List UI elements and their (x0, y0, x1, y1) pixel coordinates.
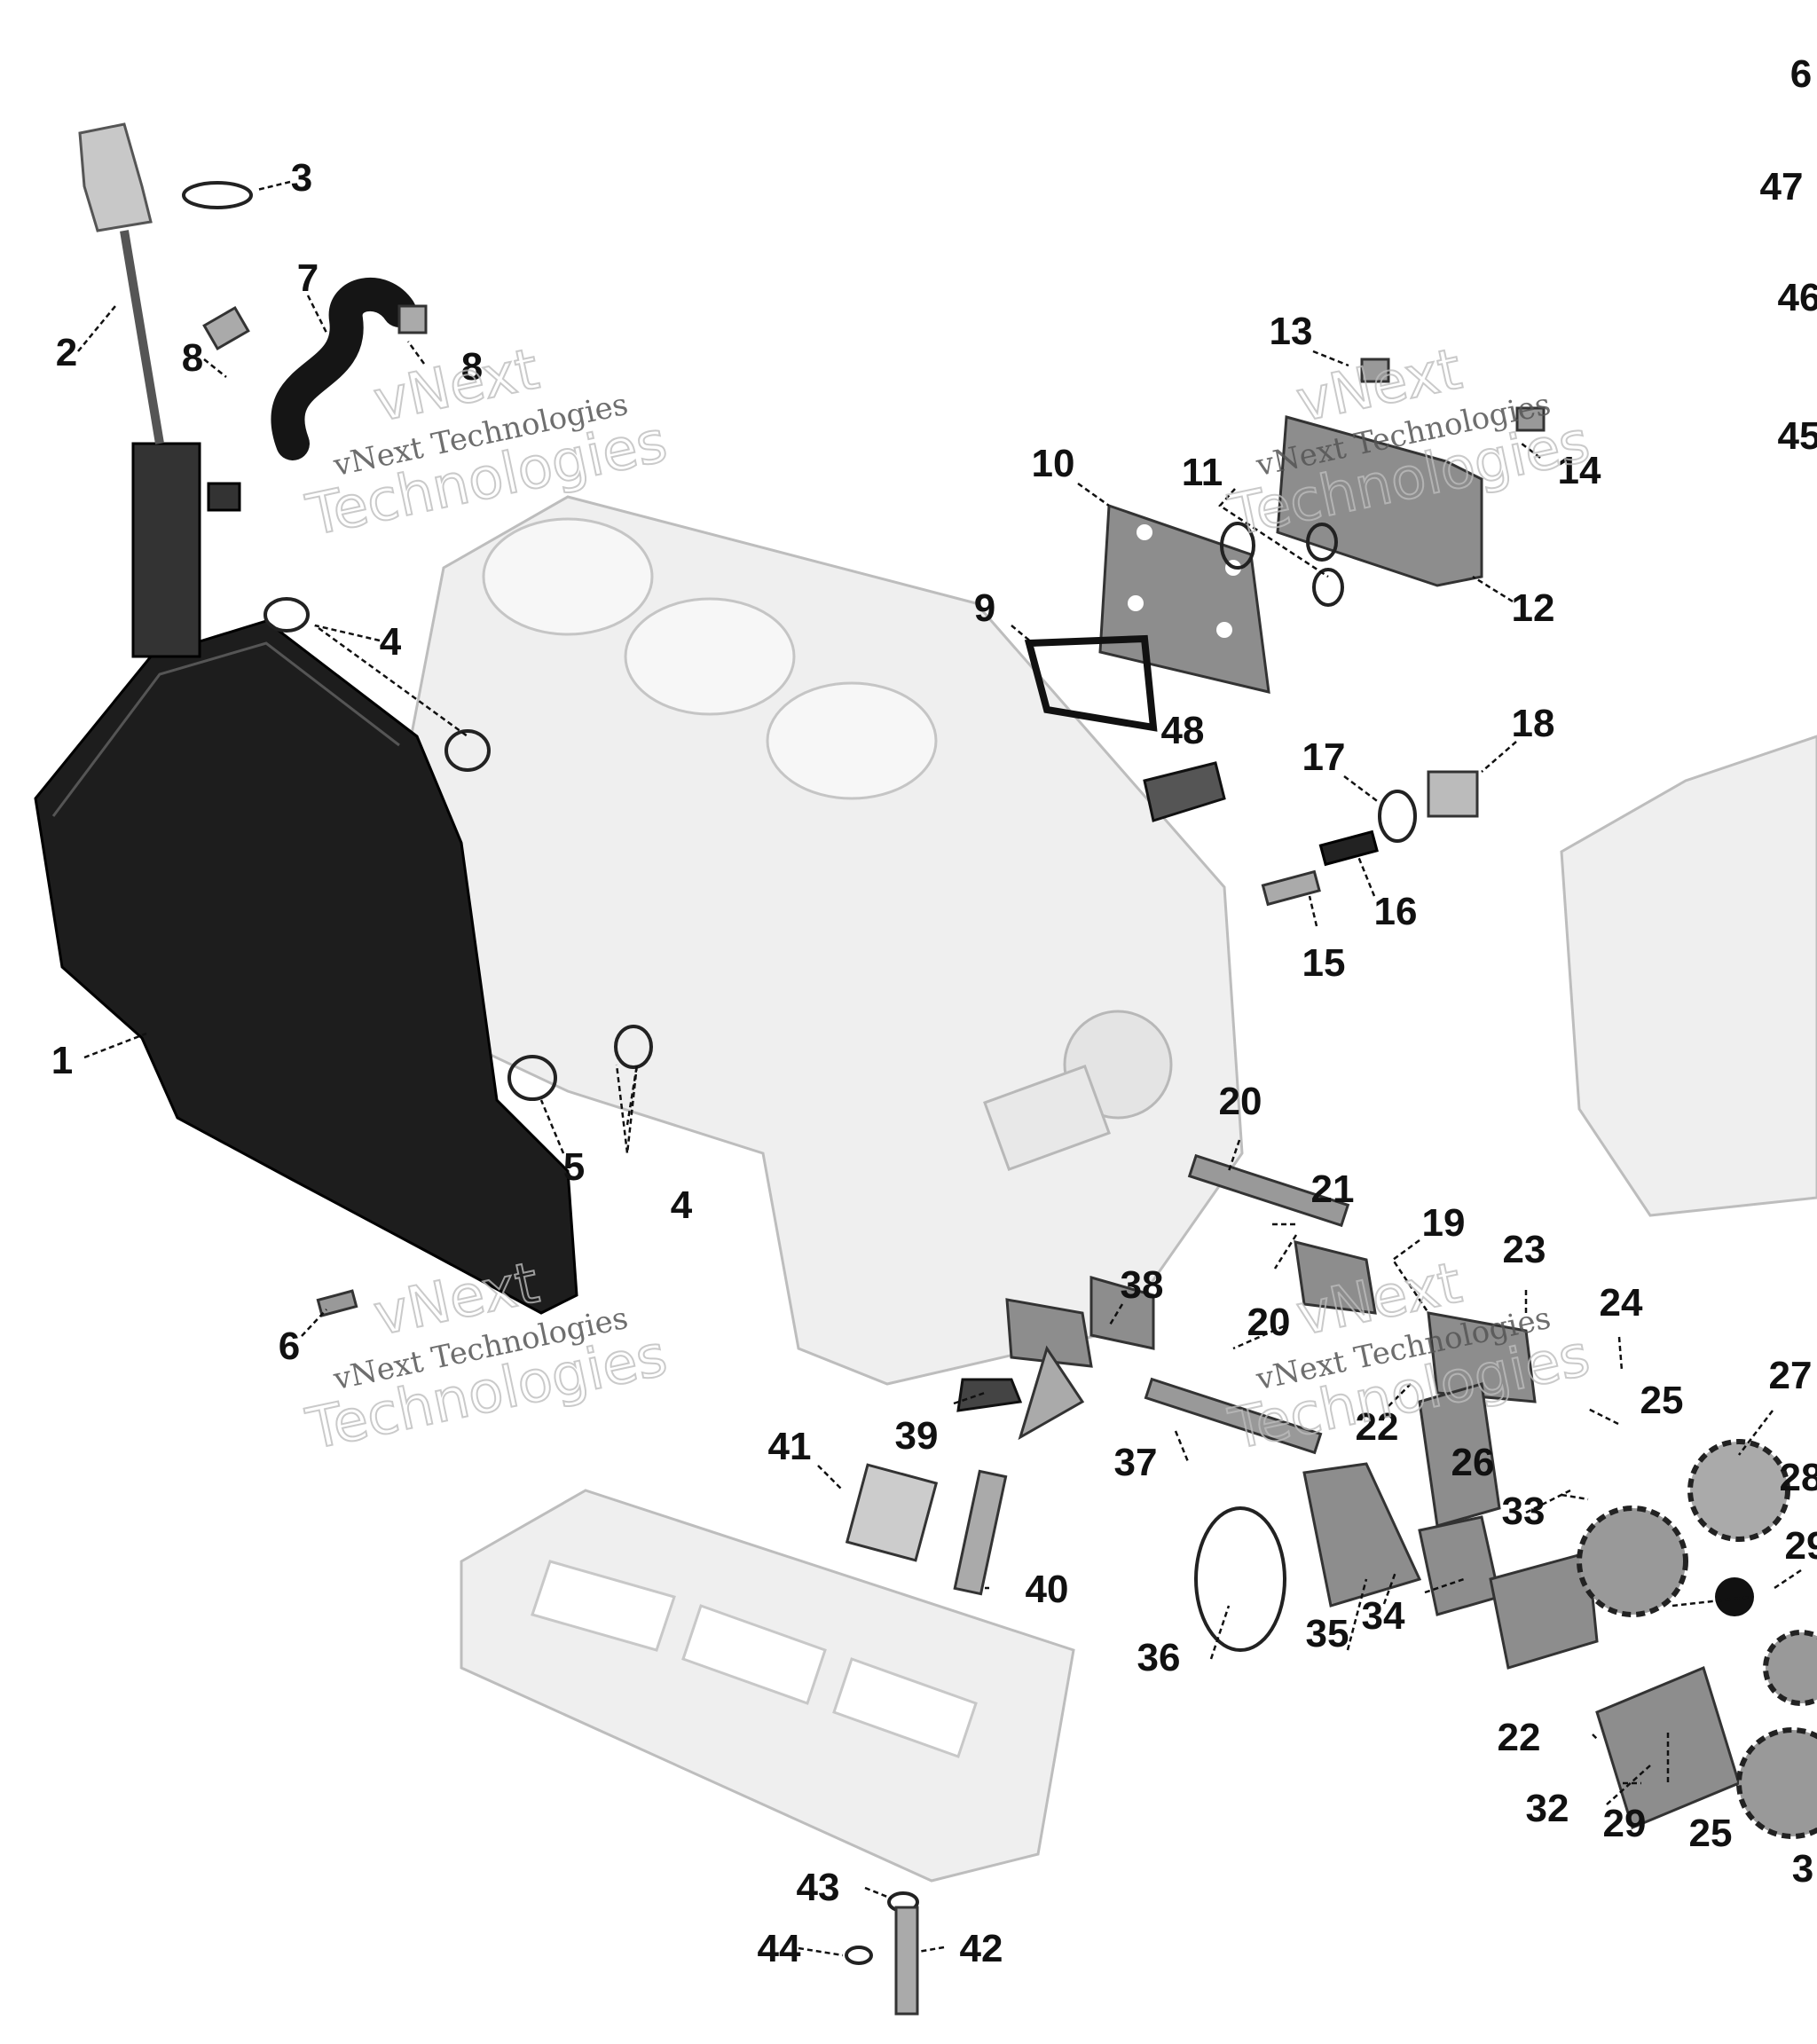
breather-hose (271, 278, 416, 460)
callout-2: 2 (56, 331, 77, 374)
pressure-switch-48 (1143, 761, 1226, 822)
callout-37: 37 (1114, 1441, 1158, 1484)
callout-4: 4 (671, 1183, 693, 1227)
callout-25: 25 (1640, 1379, 1684, 1422)
callout-32: 32 (1526, 1787, 1569, 1830)
dipstick (78, 122, 164, 444)
leader-lines (77, 180, 1802, 1957)
callout-13: 13 (1270, 310, 1313, 353)
callout-24: 24 (1600, 1281, 1643, 1325)
callout-27: 27 (1769, 1354, 1813, 1397)
callout-14: 14 (1558, 449, 1601, 492)
callout-15: 15 (1302, 941, 1346, 985)
callout-18: 18 (1512, 702, 1555, 745)
callouts: 1 2 3 4 4 5 6 6 7 8 8 9 10 11 12 13 14 1… (51, 52, 1817, 1970)
callout-23: 23 (1503, 1228, 1546, 1271)
callout-40: 40 (1026, 1568, 1069, 1611)
gasket-9 (1024, 634, 1158, 732)
callout-17: 17 (1302, 735, 1346, 779)
callout-4: 4 (380, 620, 402, 664)
watermark-top-right: vNext vNext Technologies Technologies (1223, 335, 1596, 550)
callout-28: 28 (1780, 1456, 1817, 1499)
callout-39: 39 (895, 1414, 939, 1458)
callout-38: 38 (1121, 1263, 1164, 1307)
callout-43: 43 (797, 1866, 840, 1909)
callout-26: 26 (1451, 1441, 1495, 1484)
callout-12: 12 (1512, 586, 1555, 630)
valve-components (1261, 770, 1479, 907)
callout-22: 22 (1498, 1716, 1541, 1759)
callout-48: 48 (1161, 709, 1205, 752)
callout-20: 20 (1247, 1301, 1291, 1344)
callout-8: 8 (461, 345, 483, 389)
small-parts (202, 304, 1546, 2016)
callout-21: 21 (1311, 1167, 1355, 1211)
oil-pan-gasket (460, 1489, 1075, 1883)
callout-19: 19 (1422, 1201, 1466, 1245)
filler-neck (131, 442, 241, 658)
callout-25: 25 (1689, 1812, 1733, 1855)
callout-16: 16 (1374, 890, 1418, 933)
callout-29: 29 (1785, 1524, 1817, 1568)
callout-6: 6 (279, 1325, 300, 1368)
callout-47: 47 (1760, 165, 1804, 208)
callout-20: 20 (1219, 1080, 1262, 1123)
callout-3: 3 (1792, 1847, 1813, 1891)
callout-35: 35 (1306, 1612, 1349, 1655)
callout-46: 46 (1778, 276, 1817, 319)
callout-45: 45 (1778, 414, 1817, 458)
oil-tank (34, 619, 578, 1315)
callout-29: 29 (1603, 1802, 1647, 1845)
callout-11: 11 (1182, 451, 1223, 494)
callout-3: 3 (291, 156, 312, 200)
callout-44: 44 (758, 1927, 801, 1970)
oil-cooler (1276, 415, 1483, 587)
callout-42: 42 (960, 1927, 1003, 1970)
callout-34: 34 (1362, 1594, 1405, 1638)
callout-36: 36 (1137, 1636, 1181, 1679)
o-rings (182, 181, 1417, 1965)
callout-9: 9 (974, 586, 995, 630)
watermark-bottom-left: vNext vNext Technologies Technologies (300, 1249, 673, 1464)
callout-7: 7 (297, 256, 319, 300)
gears (1577, 1439, 1817, 1839)
callout-6: 6 (1790, 52, 1812, 96)
callout-41: 41 (768, 1425, 812, 1468)
callout-8: 8 (182, 336, 203, 380)
right-side-cover (1560, 735, 1817, 1217)
callout-33: 33 (1502, 1490, 1546, 1533)
callout-1: 1 (51, 1039, 73, 1082)
callout-10: 10 (1032, 442, 1075, 485)
callout-22: 22 (1356, 1405, 1399, 1449)
callout-5: 5 (563, 1145, 585, 1189)
engine-block (397, 495, 1244, 1386)
